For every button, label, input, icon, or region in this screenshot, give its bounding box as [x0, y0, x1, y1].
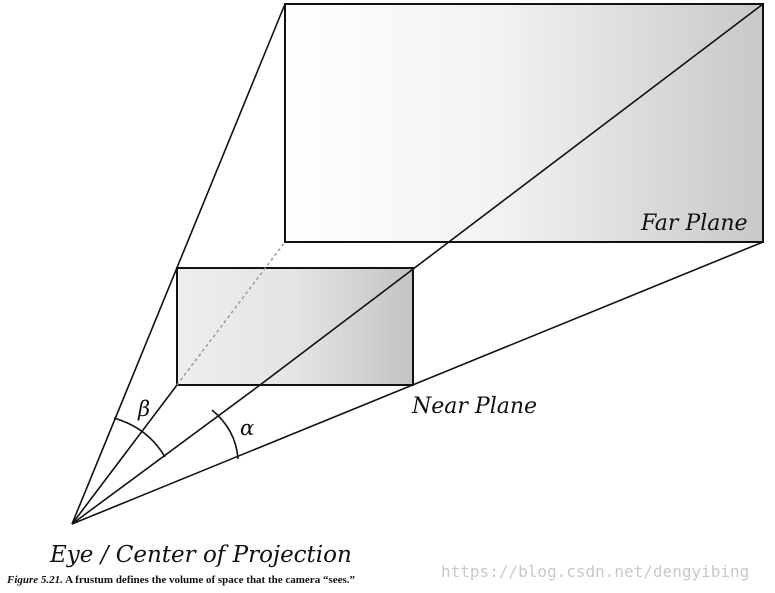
near-plane-label: Near Plane: [411, 394, 537, 419]
alpha-angle-arc: [211, 409, 239, 460]
far-plane: [284, 3, 764, 243]
frustum-edge-top-left: [71, 3, 286, 525]
center-ray-lower: [71, 384, 261, 525]
watermark: https://blog.csdn.net/dengyibing: [441, 562, 750, 581]
frustum-edge-bottom-right: [71, 241, 764, 525]
figure-reference: Figure 5.21.: [7, 574, 63, 586]
near-plane: [176, 267, 414, 386]
far-plane-label: Far Plane: [640, 211, 748, 236]
alpha-label: α: [240, 416, 254, 440]
caption-text: A frustum defines the volume of space th…: [65, 574, 356, 586]
eye-label: Eye / Center of Projection: [49, 542, 352, 568]
beta-angle-arc: [113, 417, 166, 458]
beta-label: β: [137, 397, 150, 421]
figure-caption: Figure 5.21. A frustum defines the volum…: [7, 574, 355, 586]
frustum-edge-bottom-left: [71, 384, 178, 525]
center-ray-upper: [259, 3, 764, 386]
